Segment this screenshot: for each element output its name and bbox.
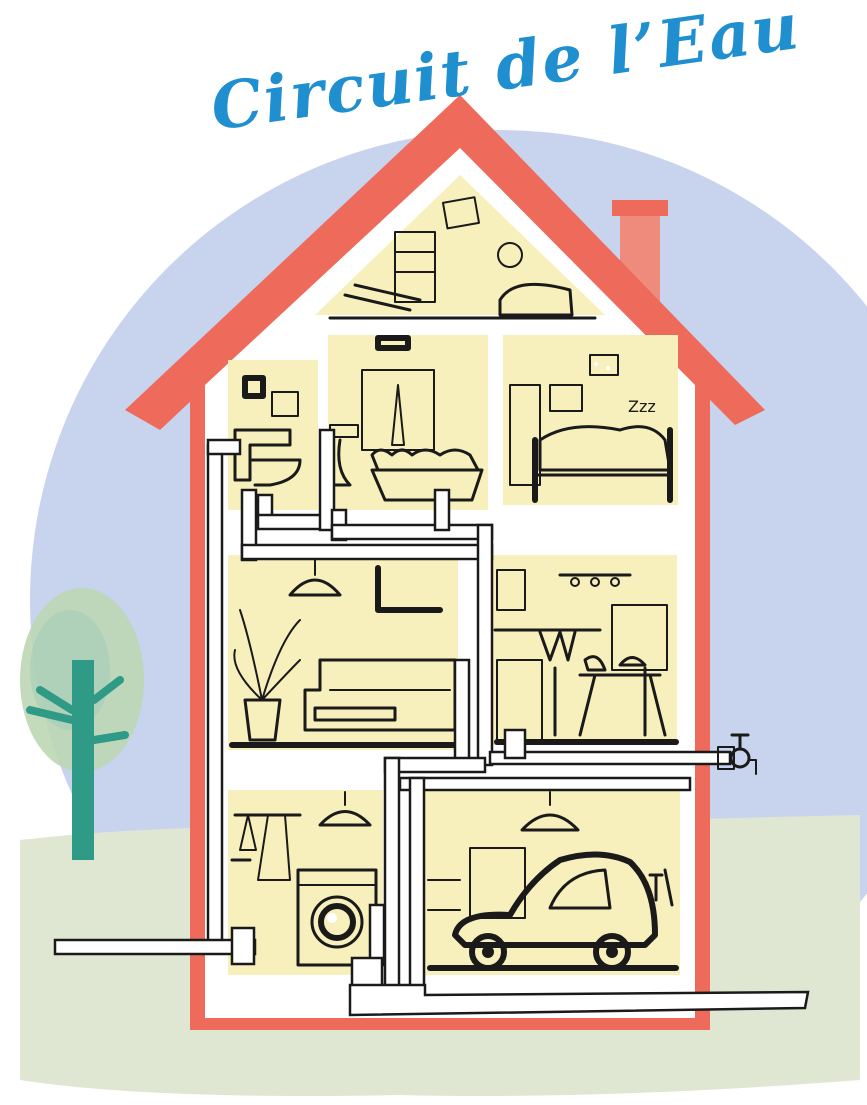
page-title: Circuit de l’Eau [207, 0, 805, 146]
svg-text:Zzz: Zzz [628, 397, 656, 416]
bathroom [328, 335, 488, 510]
toilet [228, 360, 318, 510]
